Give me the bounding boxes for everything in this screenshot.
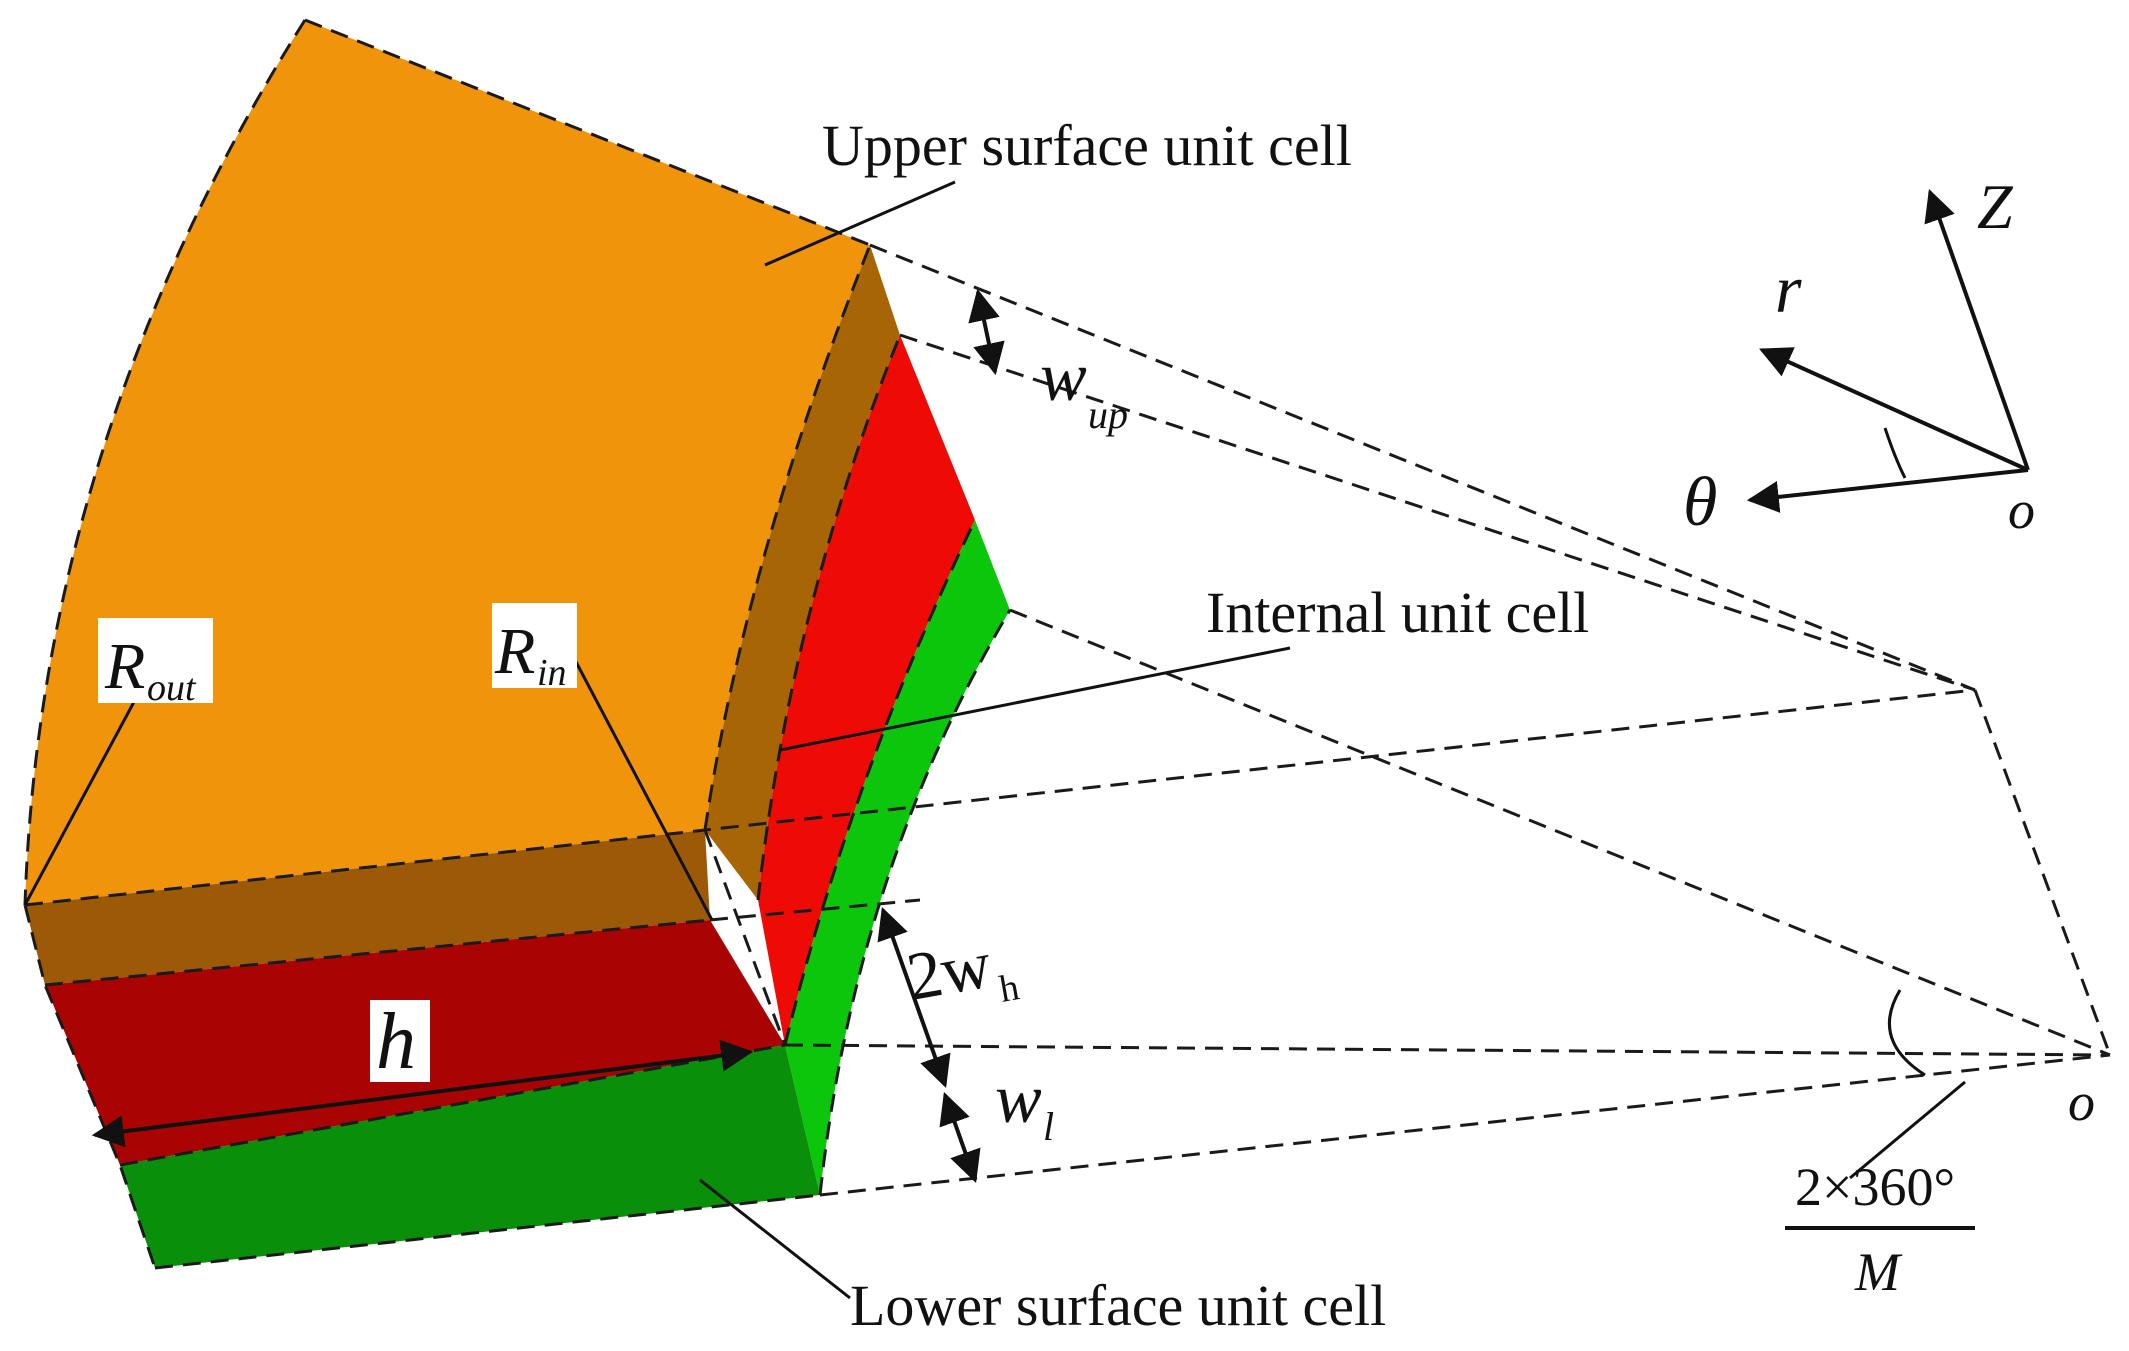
angle-numerator: 2×360° [1795, 1157, 1955, 1217]
h-label-bg [370, 1000, 430, 1082]
w-l-dimension [939, 1091, 981, 1184]
r-in-leader [573, 659, 714, 921]
z-axis-arrow [1924, 188, 2030, 471]
upper-surface-label: Upper surface unit cell [822, 113, 1352, 178]
r-in-subscript: in [537, 652, 567, 694]
upper-surface-front-face [25, 830, 710, 985]
theta-axis-label: θ [1683, 464, 1717, 541]
coordinate-axes [1746, 188, 2030, 513]
r-out-label-bg [98, 618, 213, 703]
angle-denominator: M [1854, 1242, 1903, 1302]
sector-body [25, 20, 1010, 1268]
internal-cell-leader [779, 646, 1291, 752]
r-axis-arrow [1759, 347, 2029, 472]
w-up-dimension [968, 288, 1005, 376]
lower-surface-side-face [785, 520, 1010, 1195]
lower-surface-leader [699, 1178, 851, 1300]
h-dimension [91, 1039, 754, 1148]
text-labels: Upper surface unit cell Internal unit ce… [98, 113, 2095, 1338]
r-axis-label: r [1775, 251, 1802, 327]
angle-arc-axes [1883, 427, 1907, 479]
lower-surface-label: Lower surface unit cell [850, 1273, 1386, 1338]
upper-surface-leader [764, 180, 956, 267]
two-wh-symbol: 2w [901, 925, 996, 1014]
h-symbol: h [376, 998, 416, 1086]
r-in-symbol: R [494, 615, 535, 688]
dimension-arrows [91, 288, 1005, 1184]
theta-axis-arrow [1746, 468, 2029, 513]
w-up-symbol: w [1040, 339, 1087, 416]
two-wh-subscript: h [996, 966, 1022, 1011]
w-l-subscript: l [1043, 1104, 1054, 1149]
angle-arc-bottom [1887, 989, 1926, 1077]
w-l-symbol: w [995, 1061, 1042, 1138]
angle-leader [1849, 1080, 1966, 1180]
axes-origin-label: o [2008, 480, 2035, 540]
r-out-subscript: out [147, 667, 197, 709]
r-out-leader [23, 699, 137, 906]
two-wh-dimension [877, 906, 951, 1089]
origin-bottom-label: o [2068, 1072, 2095, 1132]
r-in-label-bg [492, 603, 577, 688]
upper-surface-top-face [25, 20, 870, 905]
upper-surface-side-face [705, 245, 900, 900]
r-out-symbol: R [104, 630, 145, 703]
internal-cell-label: Internal unit cell [1206, 580, 1589, 645]
w-up-subscript: up [1088, 392, 1128, 437]
internal-cell-side-face [758, 335, 975, 1045]
z-axis-label: Z [1977, 171, 2014, 242]
leader-lines [23, 180, 1966, 1300]
